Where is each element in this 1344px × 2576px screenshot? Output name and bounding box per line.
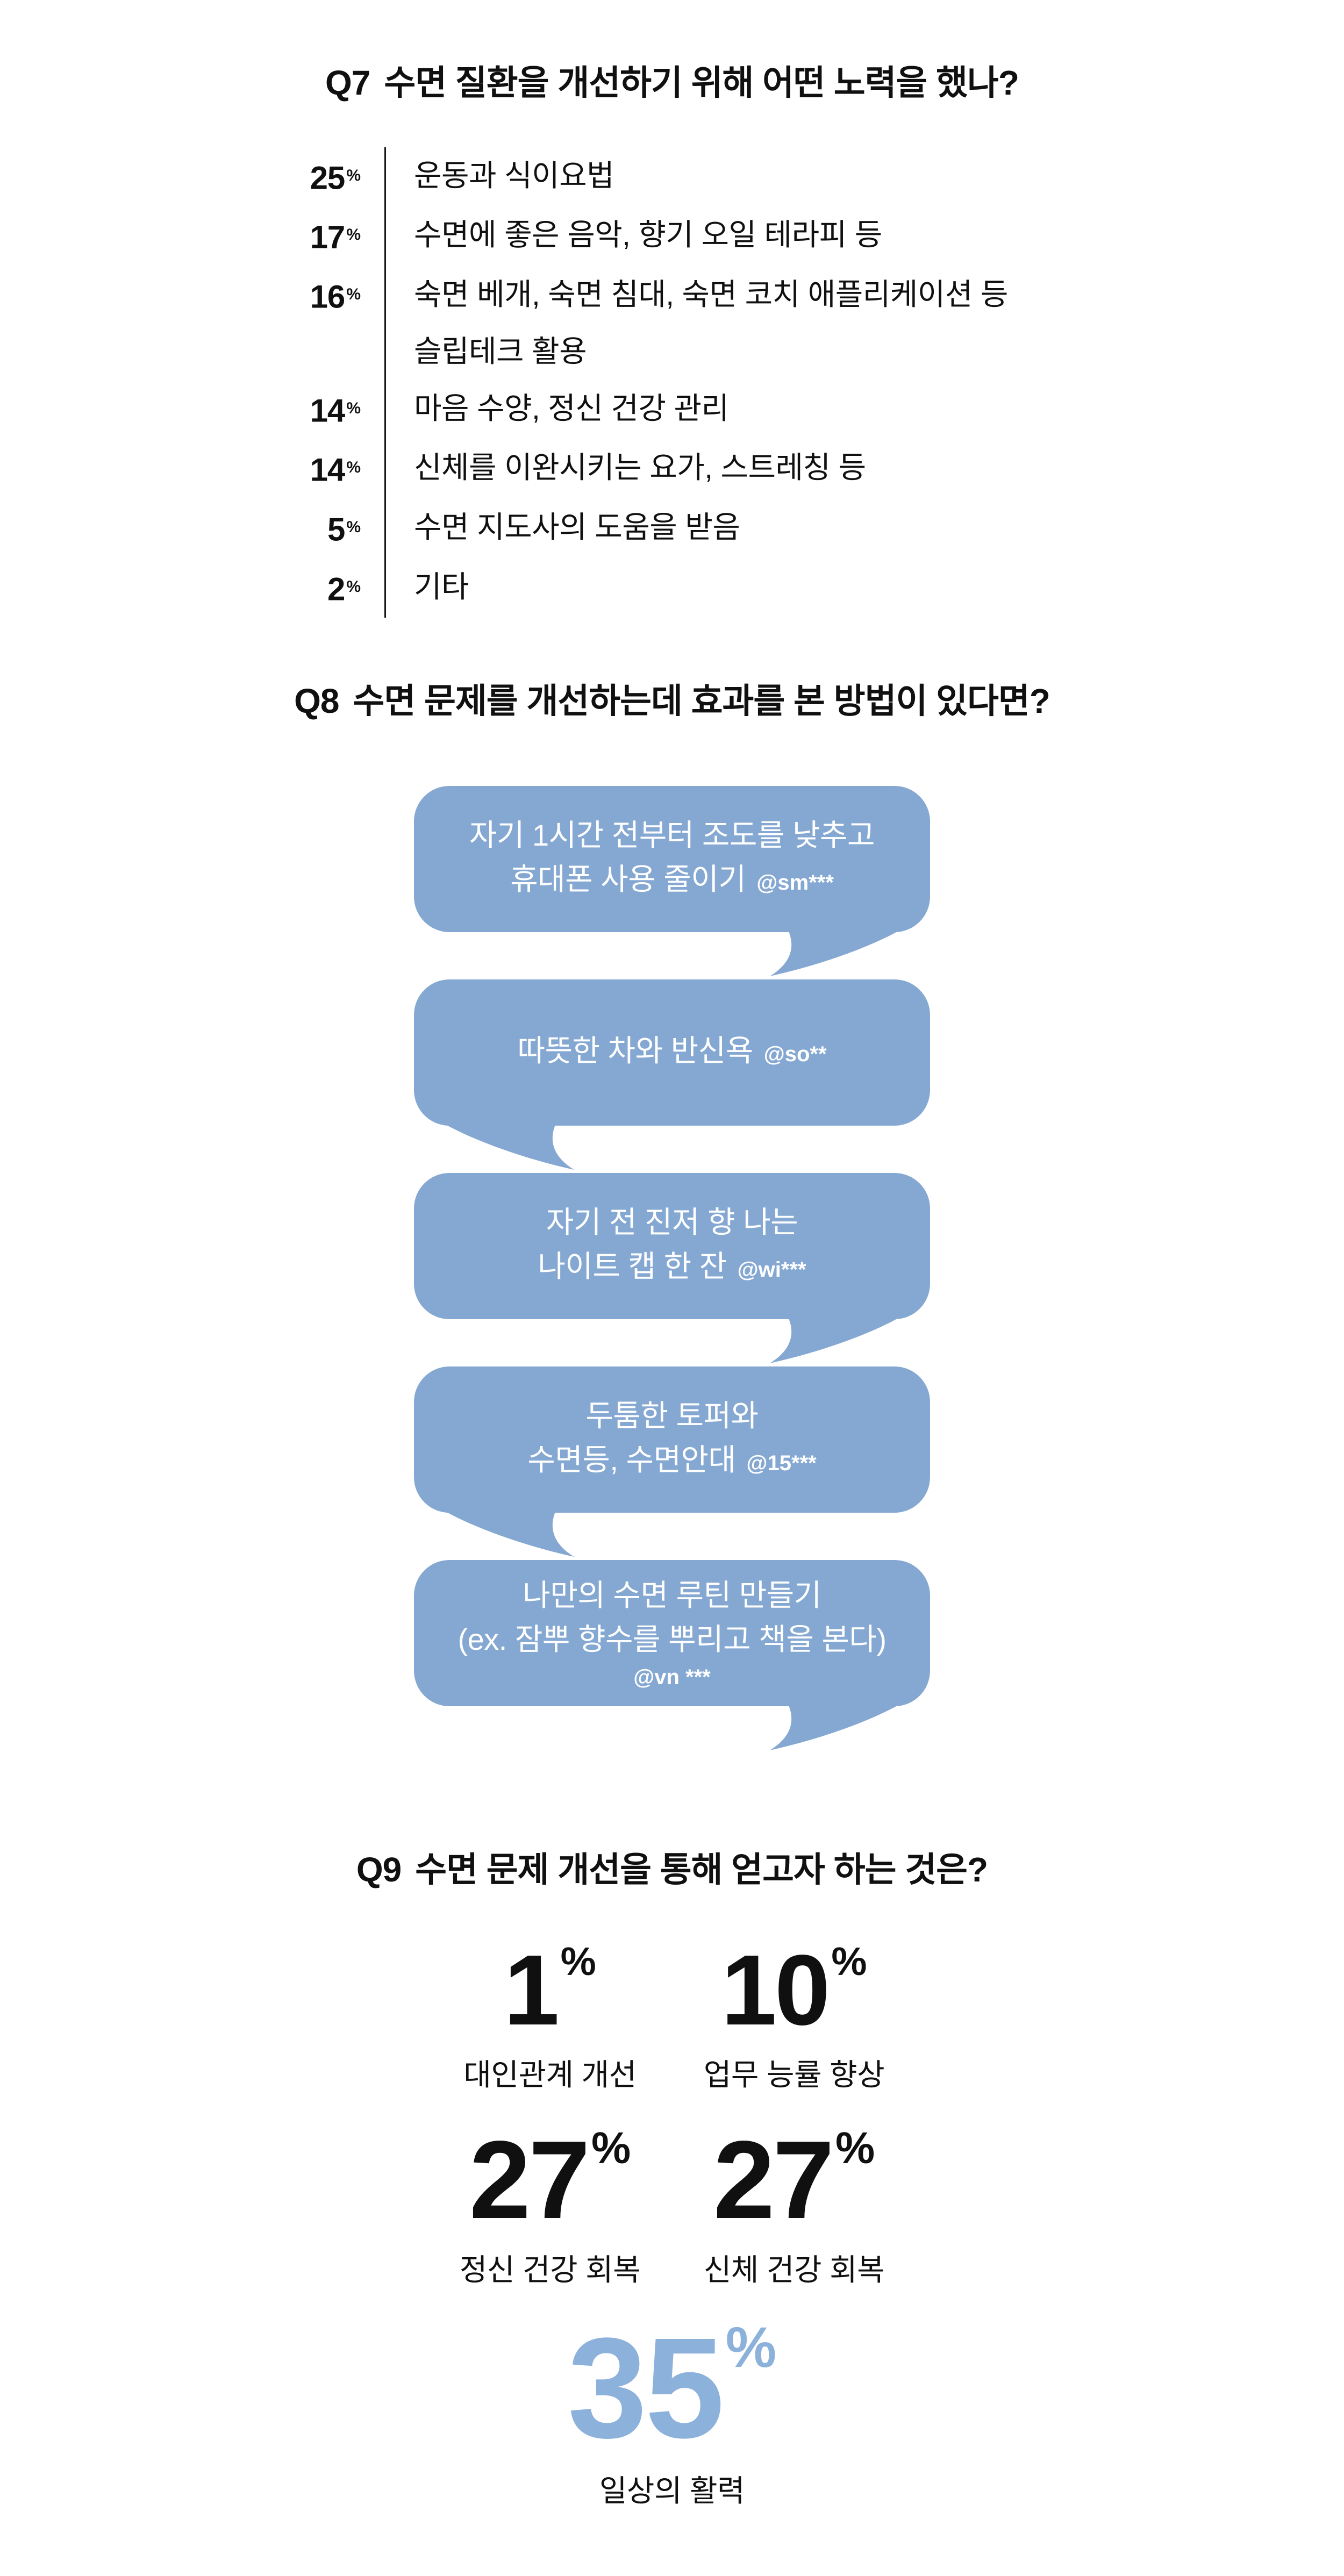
stat-label: 정신 건강 회복 xyxy=(459,2253,641,2287)
stat-value: 1% xyxy=(504,1934,596,2046)
percent-sign: % xyxy=(346,459,361,477)
item-label: 숙면 베개, 숙면 침대, 숙면 코치 애플리케이션 등 슬립테크 활용 xyxy=(384,266,1008,380)
stat-value: 35% xyxy=(567,2308,777,2468)
list-item: 2% 기타 xyxy=(269,558,1183,618)
percent-sign: % xyxy=(346,226,361,244)
q8-title: Q8 수면 문제를 개선하는데 효과를 본 방법이 있다면? xyxy=(0,682,1344,721)
stat-label: 일상의 활력 xyxy=(599,2473,745,2508)
percent-sign: % xyxy=(346,166,361,184)
speech-bubble: 두툼한 토퍼와 수면등, 수면안대@15*** xyxy=(414,1366,930,1557)
bubble-tail xyxy=(442,1509,574,1557)
stat-block: 27% 정신 건강 회복 xyxy=(434,2123,666,2289)
item-percent: 25% xyxy=(310,160,361,196)
item-label: 수면에 좋은 음악, 향기 오일 테라피 등 xyxy=(384,206,882,266)
q8-question-text: 수면 문제를 개선하는데 효과를 본 방법이 있다면? xyxy=(353,682,1050,720)
item-percent: 17% xyxy=(310,219,361,255)
percent-sign: % xyxy=(346,285,361,303)
stat-label: 업무 능률 향상 xyxy=(703,2058,885,2092)
item-label: 마음 수양, 정신 건강 관리 xyxy=(384,380,729,440)
q8-bubble-list: 자기 1시간 전부터 조도를 낮추고 휴대폰 사용 줄이기@sm*** 따뜻한 … xyxy=(0,785,1344,1750)
q9-title: Q9 수면 문제 개선을 통해 얻고자 하는 것은? xyxy=(0,1850,1344,1890)
percent-sign: % xyxy=(346,577,361,596)
section-q9: Q9 수면 문제 개선을 통해 얻고자 하는 것은? 1% 대인관계 개선 10%… xyxy=(0,1850,1344,2510)
section-q7: Q7 수면 질환을 개선하기 위해 어떤 노력을 했나? 25% 운동과 식이요법… xyxy=(0,63,1344,618)
bubble-tail xyxy=(770,928,902,976)
speech-bubble: 자기 1시간 전부터 조도를 낮추고 휴대폰 사용 줄이기@sm*** xyxy=(414,785,930,976)
q7-title: Q7 수면 질환을 개선하기 위해 어떤 노력을 했나? xyxy=(0,63,1344,103)
stat-label: 대인관계 개선 xyxy=(463,2058,637,2092)
list-item: 5% 수면 지도사의 도움을 받음 xyxy=(269,498,1183,559)
user-handle: @15*** xyxy=(746,1451,817,1475)
item-label: 운동과 식이요법 xyxy=(384,147,614,207)
stat-value: 27% xyxy=(469,2118,631,2242)
q9-stat-row: 1% 대인관계 개선 10% 업무 능률 향상 xyxy=(0,1934,1344,2095)
bubble-tail xyxy=(442,1122,574,1170)
percent-sign: % xyxy=(560,1939,596,1984)
stat-block: 27% 신체 건강 회복 xyxy=(678,2123,910,2289)
item-percent: 5% xyxy=(327,511,361,548)
bubble-tail xyxy=(770,1315,902,1363)
list-item: 16% 숙면 베개, 숙면 침대, 숙면 코치 애플리케이션 등 슬립테크 활용 xyxy=(269,266,1183,380)
percent-sign: % xyxy=(591,2123,631,2173)
stat-block: 10% 업무 능률 향상 xyxy=(678,1934,910,2095)
stat-block: 1% 대인관계 개선 xyxy=(434,1934,666,2095)
user-handle: @so** xyxy=(763,1042,827,1066)
list-item: 14% 마음 수양, 정신 건강 관리 xyxy=(269,380,1183,440)
q8-question-number: Q8 xyxy=(294,682,339,720)
item-label: 기타 xyxy=(384,558,469,618)
q9-question-number: Q9 xyxy=(356,1850,402,1889)
percent-sign: % xyxy=(725,2315,777,2379)
user-handle: @wi*** xyxy=(737,1257,806,1282)
speech-bubble: 따뜻한 차와 반신욕@so** xyxy=(414,979,930,1170)
stat-value: 27% xyxy=(713,2118,875,2242)
item-label: 신체를 이완시키는 요가, 스트레칭 등 xyxy=(384,439,866,499)
q9-highlight-row: 35% 일상의 활력 xyxy=(0,2315,1344,2510)
user-handle: @vn *** xyxy=(633,1665,711,1689)
list-item: 14% 신체를 이완시키는 요가, 스트레칭 등 xyxy=(269,439,1183,499)
q7-question-number: Q7 xyxy=(325,63,370,102)
percent-sign: % xyxy=(346,399,361,417)
q9-question-text: 수면 문제 개선을 통해 얻고자 하는 것은? xyxy=(415,1850,988,1889)
user-handle: @sm*** xyxy=(756,870,834,895)
percent-sign: % xyxy=(346,518,361,536)
stat-value: 10% xyxy=(721,1934,867,2046)
q7-question-text: 수면 질환을 개선하기 위해 어떤 노력을 했나? xyxy=(384,63,1019,102)
item-percent: 16% xyxy=(310,278,361,315)
speech-bubble: 나만의 수면 루틴 만들기 (ex. 잠뿌 향수를 뿌리고 책을 본다) @vn… xyxy=(414,1559,930,1750)
stat-label: 신체 건강 회복 xyxy=(703,2253,885,2287)
section-q8: Q8 수면 문제를 개선하는데 효과를 본 방법이 있다면? 자기 1시간 전부터… xyxy=(0,682,1344,1750)
item-label: 수면 지도사의 도움을 받음 xyxy=(384,498,740,559)
list-item: 17% 수면에 좋은 음악, 향기 오일 테라피 등 xyxy=(269,206,1183,266)
item-percent: 14% xyxy=(310,452,361,488)
item-percent: 2% xyxy=(327,571,361,607)
item-percent: 14% xyxy=(310,392,361,429)
q7-ranked-list: 25% 운동과 식이요법 17% 수면에 좋은 음악, 향기 오일 테라피 등 … xyxy=(269,147,1183,618)
speech-bubble: 자기 전 진저 향 나는 나이트 캡 한 잔@wi*** xyxy=(414,1172,930,1363)
list-item: 25% 운동과 식이요법 xyxy=(269,147,1183,207)
q9-stat-row: 27% 정신 건강 회복 27% 신체 건강 회복 xyxy=(0,2123,1344,2289)
stat-block-highlight: 35% 일상의 활력 xyxy=(430,2315,914,2510)
percent-sign: % xyxy=(835,2123,875,2173)
percent-sign: % xyxy=(831,1939,867,1984)
bubble-tail xyxy=(770,1702,902,1750)
